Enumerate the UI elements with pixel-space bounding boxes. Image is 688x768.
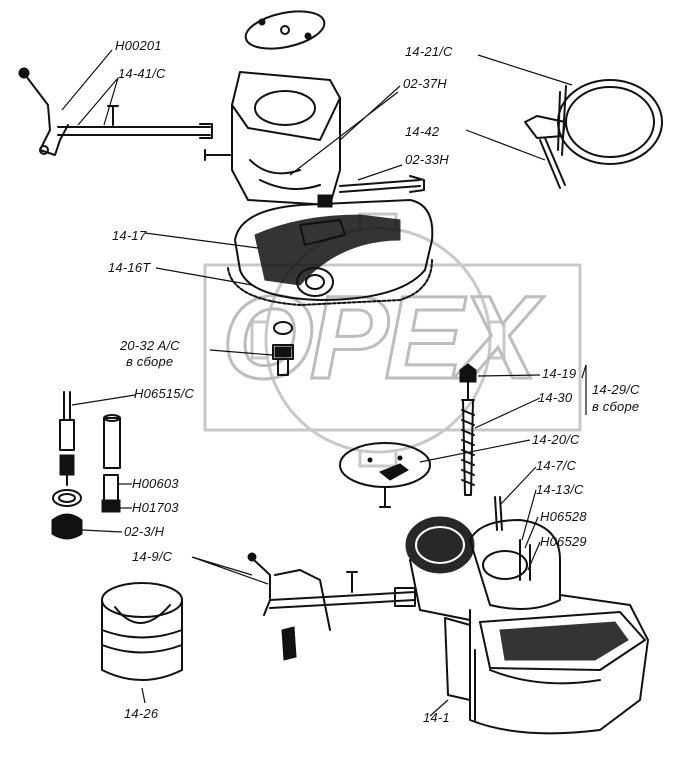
label-h01703: H01703 (132, 500, 179, 515)
label-14-20c: 14-20/C (532, 432, 580, 447)
label-14-9c: 14-9/C (132, 549, 173, 564)
part-labels: H00201 14-41/C 02-37H 14-21/C 14-42 02-3… (108, 38, 640, 725)
main-jet-needle (59, 391, 75, 486)
label-14-29c-assembly: в сборе (592, 399, 639, 414)
float-chamber-cover (234, 199, 434, 301)
upper-body (204, 71, 425, 208)
label-02-3h: 02-3/H (124, 524, 165, 539)
label-14-7c: 14-7/C (536, 458, 577, 473)
label-14-13c: 14-13/C (536, 482, 584, 497)
label-h00603: H00603 (132, 476, 179, 491)
throttle-lever-assembly (18, 67, 213, 156)
fuel-needle-valve (272, 321, 294, 376)
jet-tube (103, 414, 121, 469)
label-20-32ac: 20-32 A/C (119, 338, 180, 353)
intake-sleeve (101, 582, 183, 681)
label-02-37h: 02-37H (403, 76, 447, 91)
washers-and-plug (51, 474, 121, 540)
label-14-21c: 14-21/C (405, 44, 453, 59)
float-chamber-gasket (227, 259, 433, 306)
label-h06529: H06529 (540, 534, 587, 549)
label-14-19: 14-19 (542, 366, 576, 381)
label-20-32ac-assembly: в сборе (126, 354, 173, 369)
label-14-1: 14-1 (423, 710, 450, 725)
label-14-42: 14-42 (405, 124, 440, 139)
label-h06515c: H06515/C (134, 386, 195, 401)
label-14-17: 14-17 (112, 228, 147, 243)
watermark-gear-teeth (250, 212, 506, 468)
label-02-33h: 02-33H (405, 152, 449, 167)
watermark-frame (203, 263, 582, 432)
throttle-shaft-assembly (247, 552, 416, 661)
label-h00201: H00201 (115, 38, 162, 53)
label-14-30: 14-30 (538, 390, 573, 405)
idle-mixture-screw (459, 363, 477, 496)
watermark-text: OPEX (222, 272, 544, 404)
label-14-16t: 14-16T (108, 260, 151, 275)
label-14-29c: 14-29/C (592, 382, 640, 397)
top-gasket (244, 10, 326, 50)
label-h06528: H06528 (540, 509, 587, 524)
main-body (405, 496, 649, 735)
air-filter-assembly (524, 79, 663, 189)
label-14-26: 14-26 (124, 706, 159, 721)
accelerator-diaphragm (339, 442, 431, 508)
leader-lines (61, 49, 587, 717)
label-14-41c: 14-41/C (118, 66, 166, 81)
